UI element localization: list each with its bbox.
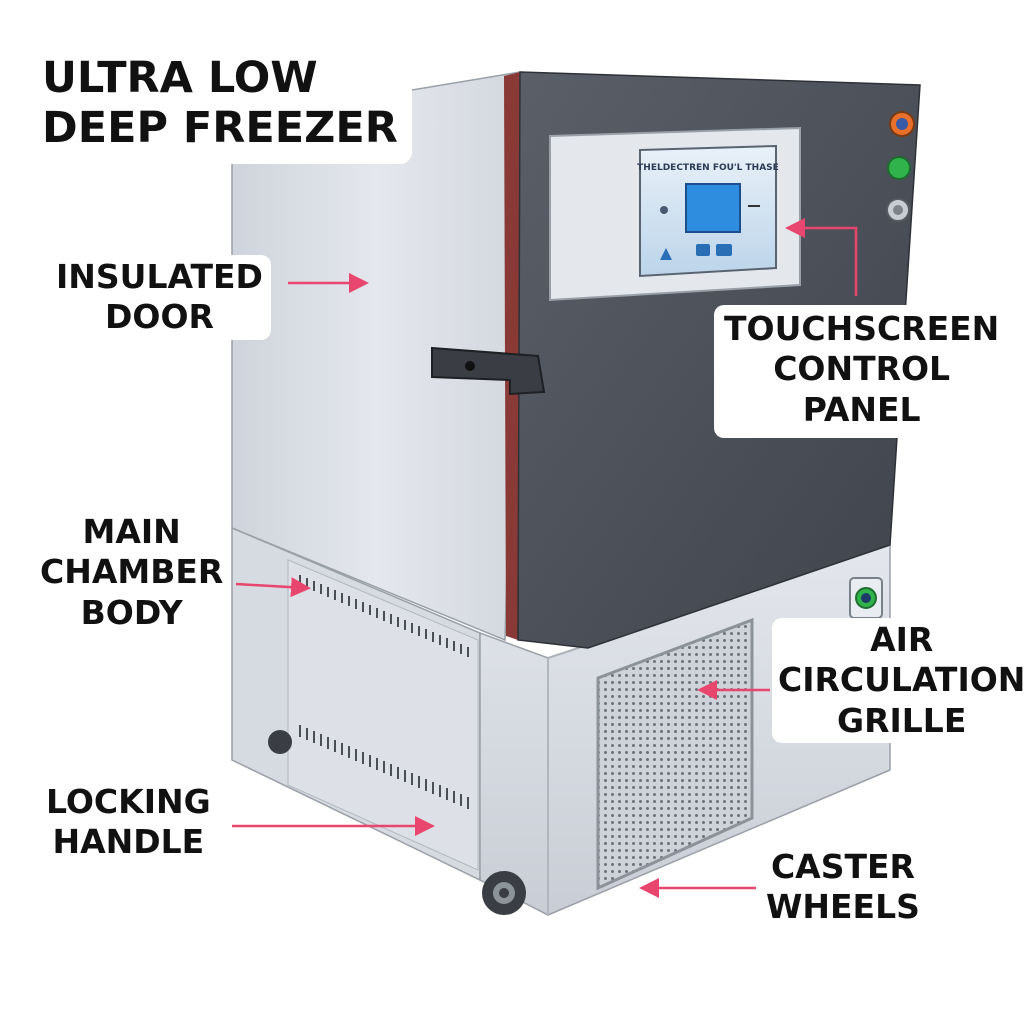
callout-locking-handle-line-1: LOCKING [46, 782, 211, 821]
callout-air-grille-line-2: CIRCULATION [778, 660, 1024, 700]
orange-power-button-icon [889, 111, 915, 137]
screen-header-text: THELDECTREN FOU'L THASE [637, 163, 779, 173]
callout-main-chamber-line-3: BODY [80, 592, 183, 632]
callout-air-grille: AIR CIRCULATION GRILLE [772, 618, 1024, 743]
locking-handle[interactable] [431, 346, 546, 396]
callout-caster-wheels-line-1: CASTER [770, 847, 915, 886]
callout-main-chamber: MAIN CHAMBER BODY [32, 510, 232, 635]
page-title: ULTRA LOW DEEP FREEZER [28, 48, 412, 164]
arrow-main-chamber [235, 577, 311, 598]
callout-locking-handle: LOCKING HANDLE [38, 780, 219, 865]
left-vent-top [299, 575, 469, 657]
green-start-button-icon [887, 156, 911, 180]
left-vent-bottom [299, 725, 469, 809]
freezer-base-left [231, 526, 481, 882]
screen-button-icon [696, 244, 710, 256]
callout-main-chamber-line-2: CHAMBER [40, 552, 224, 592]
callout-caster-wheels-line-2: WHEELS [766, 887, 920, 927]
callout-insulated-door-line-2: DOOR [105, 297, 214, 337]
screen-warning-icon [660, 248, 672, 260]
screen-indicator-icon [660, 206, 668, 214]
title-line-1: ULTRA LOW [42, 53, 318, 103]
callout-caster-wheels: CASTER WHEELS [758, 845, 928, 930]
callout-air-grille-line-3: GRILLE [837, 700, 967, 740]
callout-touchscreen: TOUCHSCREEN CONTROL PANEL [714, 305, 1010, 438]
grey-key-button-icon [886, 198, 910, 222]
green-switch-icon [849, 577, 883, 619]
caster-wheels [268, 730, 526, 915]
screen-button-icon [716, 244, 732, 256]
callout-arrows [232, 218, 858, 898]
callout-insulated-door-line-1: INSULATED [56, 257, 263, 296]
callout-main-chamber-line-1: MAIN [82, 512, 181, 551]
callout-locking-handle-line-2: HANDLE [52, 822, 205, 862]
title-line-2: DEEP FREEZER [42, 102, 398, 153]
callout-insulated-door: INSULATED DOOR [48, 255, 271, 340]
arrow-touchscreen [785, 218, 858, 296]
callout-air-grille-line-1: AIR [870, 620, 934, 659]
screen-display-icon [685, 183, 741, 233]
callout-touchscreen-line-2: CONTROL [773, 349, 951, 389]
callout-touchscreen-line-1: TOUCHSCREEN [724, 309, 1000, 348]
touchscreen-control-panel[interactable]: THELDECTREN FOU'L THASE [549, 126, 801, 302]
side-buttons[interactable] [886, 111, 915, 222]
callout-touchscreen-line-3: PANEL [802, 389, 921, 429]
